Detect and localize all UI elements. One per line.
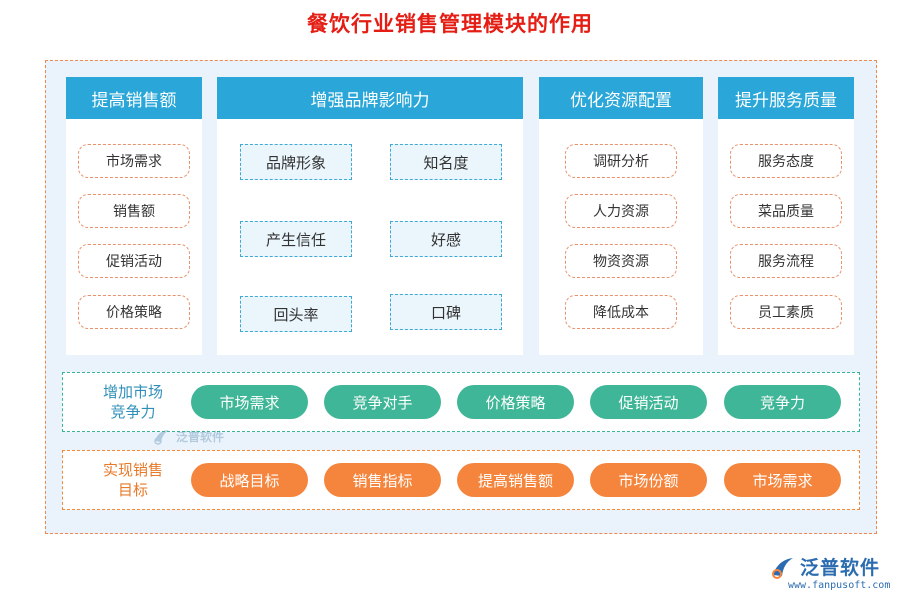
item-awareness: 知名度 <box>390 144 502 180</box>
chip-market-demand-2: 市场需求 <box>724 463 841 497</box>
band-sales-target: 实现销售 目标 战略目标 销售指标 提高销售额 市场份额 市场需求 <box>62 450 860 510</box>
item-reputation: 口碑 <box>390 294 502 330</box>
item-brand-image: 品牌形象 <box>240 144 352 180</box>
watermark-text: 泛普软件 <box>176 429 225 444</box>
item-return-rate: 回头率 <box>240 296 352 332</box>
chip-market-demand: 市场需求 <box>191 385 308 419</box>
item-human-resources: 人力资源 <box>565 194 677 228</box>
item-service-process: 服务流程 <box>730 244 842 278</box>
logo-url: www.fanpusoft.com <box>788 580 891 591</box>
column-increase-sales: 提高销售额 市场需求 销售额 促销活动 价格策略 <box>66 77 202 355</box>
chip-increase-sales: 提高销售额 <box>457 463 574 497</box>
item-sales-volume: 销售额 <box>78 194 190 228</box>
item-market-demand: 市场需求 <box>78 144 190 178</box>
column-heading: 优化资源配置 <box>539 77 703 119</box>
chip-competitors: 竞争对手 <box>324 385 441 419</box>
band-competitiveness: 增加市场 竞争力 市场需求 竞争对手 价格策略 促销活动 竞争力 <box>62 372 860 432</box>
chip-sales-index: 销售指标 <box>324 463 441 497</box>
chip-promotion: 促销活动 <box>590 385 707 419</box>
chip-competitiveness: 竞争力 <box>724 385 841 419</box>
item-research-analysis: 调研分析 <box>565 144 677 178</box>
band-label-line: 目标 <box>117 481 148 499</box>
item-build-trust: 产生信任 <box>240 221 352 257</box>
item-service-attitude: 服务态度 <box>730 144 842 178</box>
band-label: 增加市场 竞争力 <box>87 373 179 431</box>
chip-strategic-goal: 战略目标 <box>191 463 308 497</box>
band-label-line: 竞争力 <box>110 403 156 421</box>
column-brand-influence: 增强品牌影响力 品牌形象 知名度 产生信任 好感 回头率 口碑 <box>217 77 523 355</box>
page-title: 餐饮行业销售管理模块的作用 <box>307 11 593 36</box>
item-pricing-strategy: 价格策略 <box>78 295 190 329</box>
chip-pricing-strategy: 价格策略 <box>457 385 574 419</box>
chip-market-share: 市场份额 <box>590 463 707 497</box>
column-heading: 提高销售额 <box>66 77 202 119</box>
fanpu-logo-icon <box>154 430 169 445</box>
band-label-line: 增加市场 <box>102 383 163 401</box>
brand-logo: 泛普软件 www.fanpusoft.com <box>770 553 895 595</box>
column-heading: 提升服务质量 <box>718 77 854 119</box>
logo-name: 泛普软件 <box>800 557 881 579</box>
item-staff-quality: 员工素质 <box>730 295 842 329</box>
item-promotion: 促销活动 <box>78 244 190 278</box>
band-label-line: 实现销售 <box>102 461 163 479</box>
watermark: 泛普软件 <box>152 426 224 446</box>
item-material-resources: 物资资源 <box>565 244 677 278</box>
column-heading: 增强品牌影响力 <box>217 77 523 119</box>
band-label: 实现销售 目标 <box>87 451 179 509</box>
fanpu-logo-icon <box>772 557 793 579</box>
column-service-quality: 提升服务质量 服务态度 菜品质量 服务流程 员工素质 <box>718 77 854 355</box>
item-dish-quality: 菜品质量 <box>730 194 842 228</box>
column-optimize-resources: 优化资源配置 调研分析 人力资源 物资资源 降低成本 <box>539 77 703 355</box>
item-reduce-costs: 降低成本 <box>565 295 677 329</box>
item-goodwill: 好感 <box>390 221 502 257</box>
